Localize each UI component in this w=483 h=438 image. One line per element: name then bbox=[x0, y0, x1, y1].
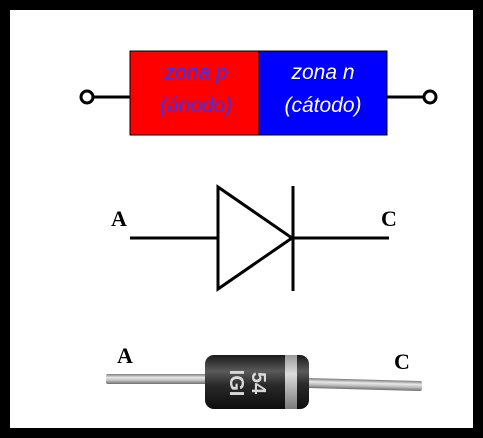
p-zone-label: zona p bbox=[163, 61, 227, 84]
p-zone-sublabel: (ánodo) bbox=[160, 94, 232, 117]
pn-junction: zona p (ánodo) zona n (cátodo) bbox=[79, 50, 438, 136]
component-anode-label: A bbox=[117, 343, 133, 368]
symbol-anode-label: A bbox=[111, 206, 127, 231]
symbol-cathode-label: C bbox=[381, 206, 397, 231]
diode-component: A C 54 IGI bbox=[106, 343, 423, 409]
component-cathode-band bbox=[285, 355, 297, 409]
n-zone-sublabel: (cátodo) bbox=[284, 94, 361, 117]
component-anode-lead bbox=[106, 374, 208, 384]
component-cathode-label: C bbox=[394, 349, 410, 374]
anode-terminal bbox=[79, 89, 95, 105]
p-zone bbox=[129, 50, 260, 136]
diode-symbol: A C bbox=[111, 184, 397, 292]
n-zone bbox=[258, 50, 388, 136]
cathode-terminal bbox=[422, 89, 438, 105]
component-cathode-lead bbox=[305, 378, 423, 391]
component-marking-line2: IGI bbox=[225, 370, 247, 397]
n-zone-label: zona n bbox=[290, 61, 354, 84]
symbol-triangle bbox=[216, 184, 295, 292]
component-marking-line1: 54 bbox=[247, 372, 269, 395]
component-body bbox=[205, 355, 309, 409]
